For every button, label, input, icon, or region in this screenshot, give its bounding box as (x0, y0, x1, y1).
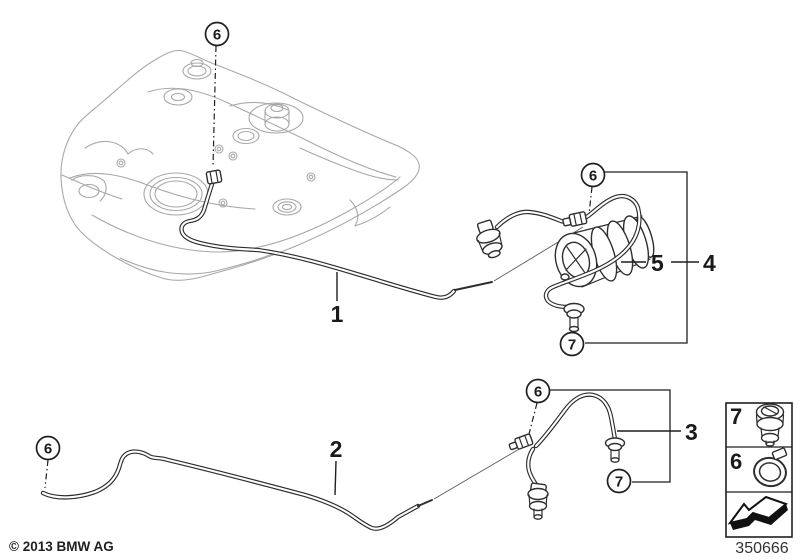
fuel-return-line-2 (40, 447, 522, 531)
hose3-grommet (604, 437, 626, 463)
callout-4-filter-assembly[interactable]: 4 (703, 250, 716, 276)
tank-sender-ring (143, 172, 209, 216)
vent-hose-3 (508, 392, 626, 520)
direction-arrow-icon (727, 495, 789, 530)
diagram-number: 350666 (735, 540, 788, 557)
filter-hose-clip (562, 211, 588, 227)
legend-row-clamp[interactable]: 6 (730, 447, 789, 489)
callout-circle-6-hose-clip[interactable]: 6 (525, 378, 551, 404)
hose3-connector (527, 482, 549, 520)
callout-circle-6-tank-clip-label[interactable]: 6 (213, 26, 221, 43)
legend-box: 7 6 (725, 402, 793, 538)
callout-leader-lines (44, 45, 699, 496)
tank-filler-flange (182, 62, 212, 80)
callout-5-filter[interactable]: 5 (651, 250, 664, 276)
grommet-icon (755, 403, 785, 447)
callout-circle-6-hose-clip-label[interactable]: 6 (534, 383, 542, 400)
callout-circle-6-tank-clip[interactable]: 6 (204, 21, 230, 47)
callout-circle-6-filter-clip[interactable]: 6 (580, 162, 606, 188)
callout-1-feed-line[interactable]: 1 (331, 301, 344, 327)
callout-3-hose[interactable]: 3 (685, 419, 698, 445)
fuel-filter-assembly (476, 193, 655, 333)
callout-circle-6-line2-clip[interactable]: 6 (35, 435, 61, 461)
callout-circle-7-hose-grommet-label[interactable]: 7 (615, 473, 623, 490)
line1-clip (205, 169, 223, 185)
legend-row-direction[interactable] (727, 495, 789, 530)
legend-row-grommet[interactable]: 7 (730, 403, 785, 447)
legend-label-6[interactable]: 6 (730, 449, 742, 474)
callout-2-return-line[interactable]: 2 (330, 436, 343, 462)
filter-hose-connector (476, 219, 503, 259)
callout-circle-7-filter-grommet[interactable]: 7 (559, 331, 585, 357)
bracket-group-3 (550, 389, 671, 483)
hose-clamp-icon (753, 447, 788, 488)
fuel-feed-line-1 (179, 169, 584, 300)
filter-grommet (563, 302, 585, 333)
callout-circle-6-filter-clip-label[interactable]: 6 (589, 167, 597, 184)
callout-circle-7-hose-grommet[interactable]: 7 (606, 468, 632, 494)
fuel-tank-drawing (60, 49, 420, 281)
callout-circle-6-line2-clip-label[interactable]: 6 (44, 440, 52, 457)
tank-pump-flange (248, 102, 304, 134)
copyright-text: © 2013 BMW AG (9, 539, 114, 554)
callout-circle-7-filter-grommet-label[interactable]: 7 (568, 336, 576, 353)
bracket-group-4 (585, 171, 688, 344)
hose3-clip (508, 433, 534, 451)
legend-label-7[interactable]: 7 (730, 404, 742, 429)
